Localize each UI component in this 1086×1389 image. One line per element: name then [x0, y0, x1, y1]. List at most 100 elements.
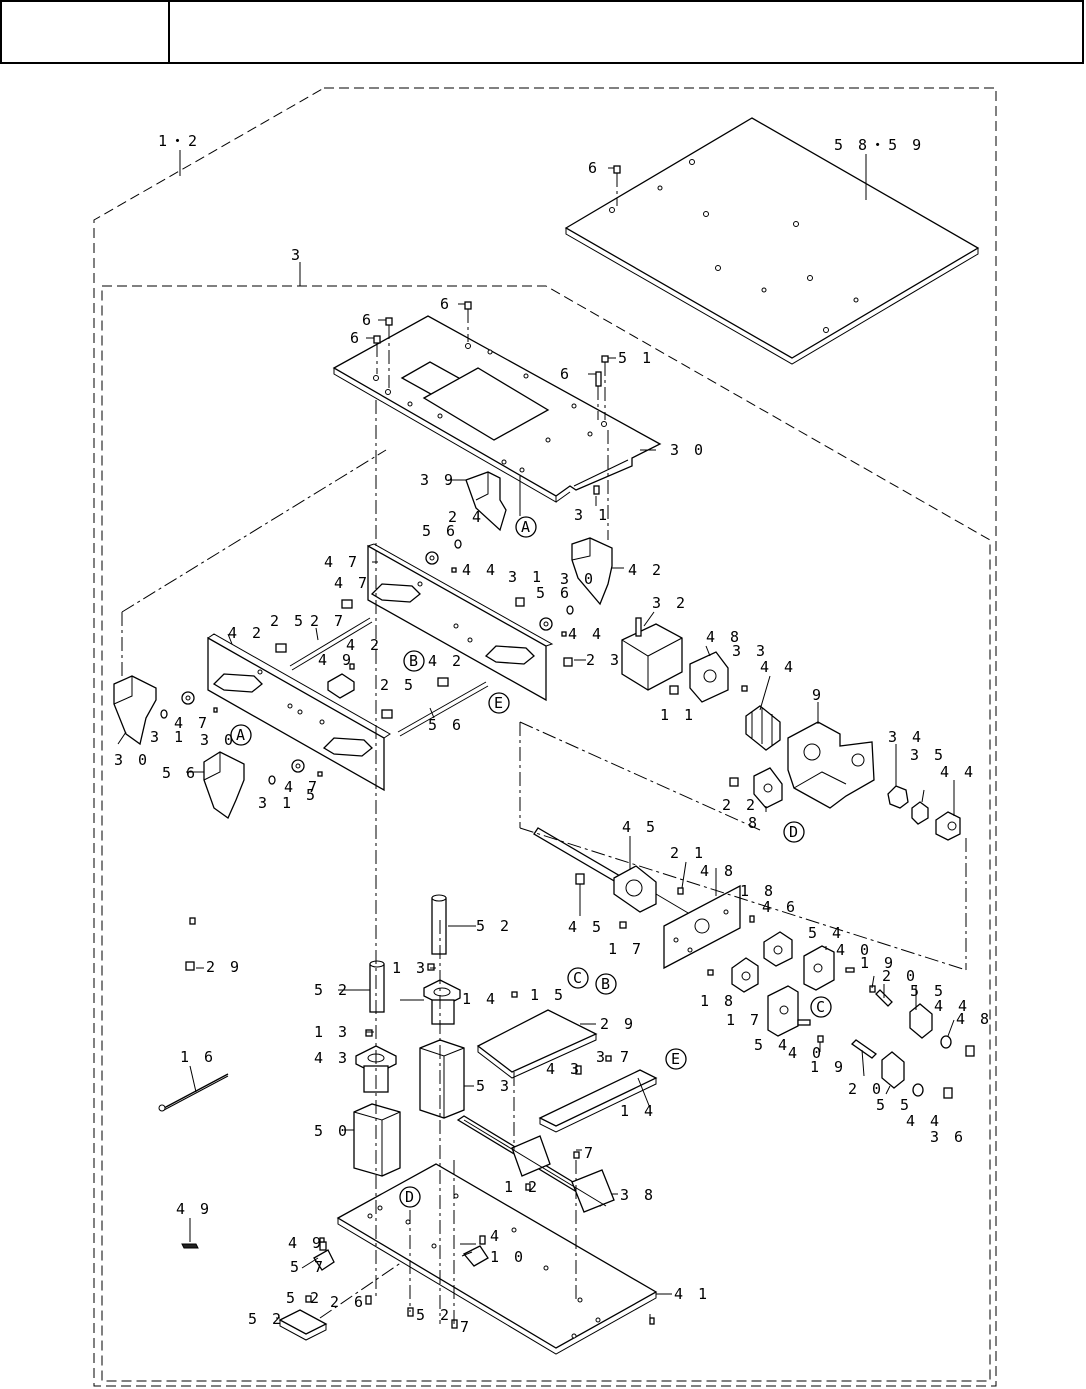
bearing-35 [935, 811, 961, 841]
part-label: 4 2 [228, 624, 264, 642]
part-label: 2 6 [330, 1293, 366, 1311]
part-label: 1 5 [530, 986, 566, 1004]
part-label: 1 6 [180, 1048, 216, 1066]
part-label: 1 9 [810, 1058, 846, 1076]
part-label: 9 [812, 686, 824, 704]
stop-block-27 [327, 663, 355, 699]
title-block-left-cell [2, 2, 170, 62]
part-label: 3 5 [910, 746, 946, 764]
part-number-labels: 1・2 5 8・5 9 6 3 6 6 6 5 1 6 2 8 3 0 3 9 … [114, 132, 989, 1336]
assembly-boundary-outer [93, 87, 997, 1387]
part-label: 5 2 [248, 1310, 284, 1328]
base-screws [305, 963, 655, 1329]
part-label: 1 0 [490, 1248, 526, 1266]
part-label: 3 0 [200, 731, 236, 749]
top-frame-plate [332, 315, 662, 503]
callout-b1 [403, 650, 425, 672]
part-label: 5 2 [286, 1289, 322, 1307]
part-label: 3 6 [930, 1128, 966, 1146]
part-label: 3 [291, 246, 303, 264]
part-label: 1 8 [700, 992, 736, 1010]
rollers-31 [181, 551, 553, 773]
part-label: 1 8 [740, 882, 776, 900]
assembly-lines [121, 400, 967, 1324]
part-label: 1 2 [504, 1178, 540, 1196]
part-label: 2 7 [310, 612, 346, 630]
part-label: 4 6 [762, 898, 798, 916]
part-label: 4 3 [546, 1060, 582, 1078]
part-label: 3 2 [652, 594, 688, 612]
callout-d2 [399, 1186, 421, 1208]
callout-c1 [567, 967, 589, 989]
block-13b [423, 979, 461, 1025]
part-label: 7 [460, 1318, 472, 1336]
callout-letter: A [521, 518, 533, 536]
part-label: 4 0 [788, 1044, 824, 1062]
leader-lines [117, 150, 955, 1320]
part-label: 4 4 [906, 1112, 942, 1130]
column-29b [431, 894, 447, 955]
callout-b2 [595, 973, 617, 995]
part-label: 5 3 [476, 1077, 512, 1095]
callout-letter: E [671, 1050, 683, 1068]
part-label: 4 7 [284, 778, 320, 796]
bracket-30-lower [203, 751, 245, 819]
callout-e2 [665, 1048, 687, 1070]
part-label: 2 3 [586, 651, 622, 669]
pulley-hub-18b [731, 957, 759, 993]
part-label: 1・2 [158, 132, 200, 150]
part-label: 4 2 [428, 652, 464, 670]
part-label: 5 6 [422, 522, 458, 540]
callout-letter: A [236, 726, 248, 744]
bearing-block-17b [767, 985, 799, 1037]
block-14a [353, 1103, 401, 1177]
bracket-30-right [571, 537, 613, 606]
part-label: 1 1 [660, 706, 696, 724]
cover-26 [278, 1309, 328, 1341]
part-label: 5 6 [428, 716, 464, 734]
shafts-25 [289, 617, 489, 737]
part-label: 2 4 [448, 508, 484, 526]
callout-letter: B [409, 652, 421, 670]
part-label: 1 3 [392, 959, 428, 977]
part-label: 1 4 [462, 990, 498, 1008]
callout-letter: B [601, 975, 613, 993]
part-label: 4 1 [674, 1285, 710, 1303]
part-label: 3 9 [420, 471, 456, 489]
part-label: 4 3 [314, 1049, 350, 1067]
part-label: 3 7 [596, 1048, 632, 1066]
part-label: 4 4 [568, 625, 604, 643]
part-label: 5 2 [476, 917, 512, 935]
part-label: 4 8 [700, 862, 736, 880]
part-label: 3 1 [574, 506, 610, 524]
part-label: 4 7 [324, 553, 360, 571]
part-label: 1 3 [314, 1023, 350, 1041]
part-label: 4 9 [288, 1234, 324, 1252]
part-label: 4 4 [934, 997, 970, 1015]
bearing-block-17a [803, 945, 835, 991]
part-label: 1 4 [620, 1102, 656, 1120]
callout-d1 [783, 821, 805, 843]
part-label: 5 2 [416, 1306, 452, 1324]
part-label: 2 1 [670, 844, 706, 862]
cap-screws-top [373, 165, 621, 495]
part-label: 5 5 [910, 982, 946, 1000]
part-label: 4 7 [334, 574, 370, 592]
part-label: 5 8・5 9 [834, 136, 924, 154]
block-14b [419, 1039, 465, 1119]
part-label: 4 5 [568, 918, 604, 936]
ball-screw-8 [533, 827, 701, 921]
part-label: 8 [748, 814, 760, 832]
small-screws [213, 567, 573, 777]
bearing-housing-11 [787, 721, 875, 809]
part-label: 5 6 [162, 764, 198, 782]
part-label: 4 4 [940, 763, 976, 781]
sensor-57 [462, 1235, 489, 1267]
part-label: 5 4 [754, 1036, 790, 1054]
part-label: 3 3 [732, 642, 768, 660]
part-label: 1 9 [860, 954, 896, 972]
part-label: 2 2 [722, 796, 758, 814]
part-label: 3 0 [670, 441, 706, 459]
part-label: 1 7 [608, 940, 644, 958]
bearing-34 [911, 801, 929, 825]
